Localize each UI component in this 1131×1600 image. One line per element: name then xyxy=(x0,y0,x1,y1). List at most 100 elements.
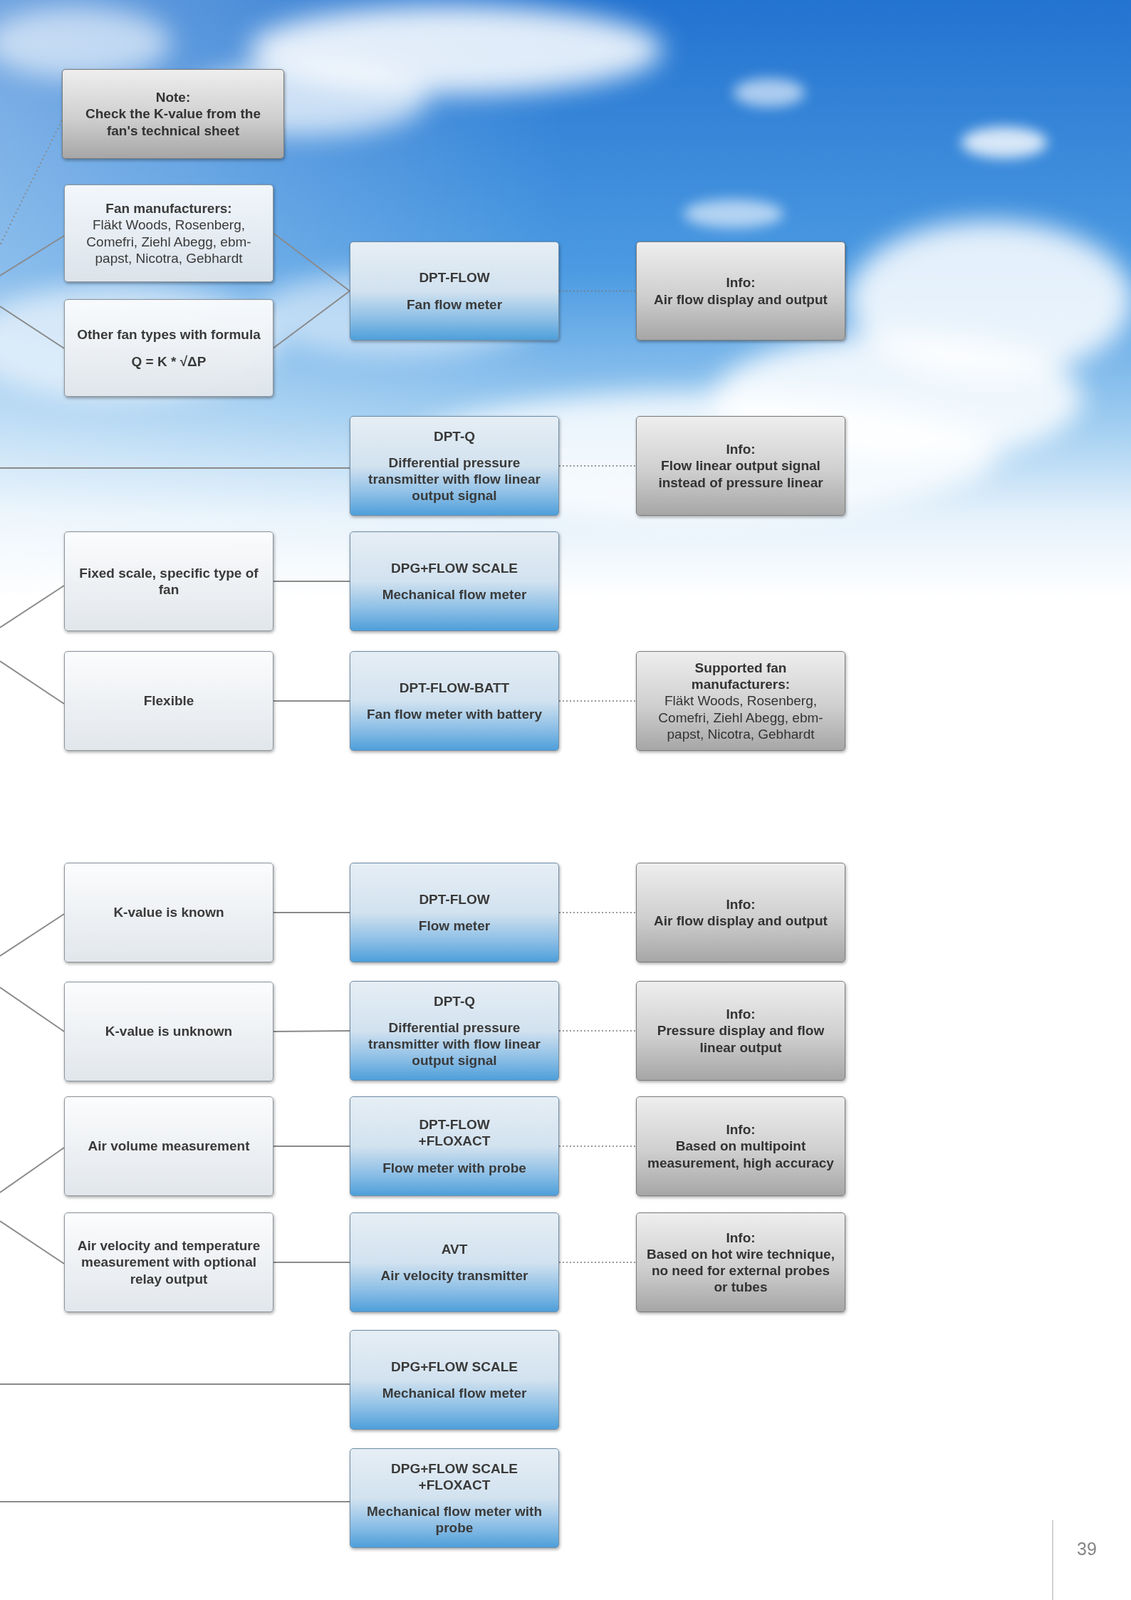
box-text: Based on multipoint measurement, high ac… xyxy=(643,1137,838,1171)
dotted-connector xyxy=(559,290,637,293)
box-text: Flow meter xyxy=(418,917,491,934)
option-box: Air velocity and temperature measurement… xyxy=(64,1212,274,1312)
branch-line xyxy=(0,1147,65,1193)
box-text: Air flow display and output xyxy=(653,291,828,308)
branch-line xyxy=(0,467,350,469)
box-text: Fixed scale, specific type of fan xyxy=(71,564,266,598)
box-heading: DPT-Q xyxy=(433,992,476,1010)
branch-line xyxy=(0,913,65,956)
product-box: DPT-FLOW-BATT Fan flow meter with battery xyxy=(349,650,560,751)
box-text: Flow meter with probe xyxy=(382,1159,527,1176)
branch-line xyxy=(0,660,65,704)
box-text: Fan flow meter xyxy=(406,296,503,313)
box-text: Differential pressure transmitter with f… xyxy=(357,454,552,505)
cloud xyxy=(0,7,171,79)
box-text: Check the K-value from the fan's technic… xyxy=(69,105,277,139)
box-text: Flexible xyxy=(143,692,195,709)
connector-line xyxy=(273,233,350,292)
box-heading: Note: xyxy=(155,89,191,106)
box-heading: DPT-FLOW xyxy=(418,890,490,908)
info-box: Info:Flow linear output signal instead o… xyxy=(636,415,846,516)
option-box: Fixed scale, specific type of fan xyxy=(64,531,274,632)
product-box: DPG+FLOW SCALEMechanical flow meter xyxy=(349,531,560,632)
box-heading: AVT xyxy=(441,1240,468,1258)
connector-line xyxy=(273,580,350,582)
box-text: Q = K * √ΔP xyxy=(131,353,207,370)
box-heading: Info: xyxy=(725,1229,755,1246)
clouds xyxy=(0,5,1131,520)
cloud-wisps xyxy=(683,78,1047,228)
box-text: Differential pressure transmitter with f… xyxy=(357,1019,552,1070)
box-text: Fläkt Woods, Rosenberg, Comefri, Ziehl A… xyxy=(71,216,266,267)
dotted-connector xyxy=(559,1029,637,1032)
option-box: Flexible xyxy=(64,650,274,751)
box-heading: Info: xyxy=(725,440,755,458)
box-text: K-value is unknown xyxy=(105,1022,233,1040)
box-text: Mechanical flow meter with probe xyxy=(357,1502,552,1536)
box-text: Air volume measurement xyxy=(87,1137,250,1154)
connector-line xyxy=(273,1145,350,1147)
connector-line xyxy=(273,1261,350,1263)
box-heading: Fan manufacturers: xyxy=(105,200,232,217)
product-box: AVT Air velocity transmitter xyxy=(349,1212,560,1312)
box-heading: DPG+FLOW SCALE xyxy=(391,559,518,577)
product-box: DPT-Q Differential pressure transmitter w… xyxy=(349,980,560,1081)
product-box: DPT-FLOW Flow meter xyxy=(349,862,560,963)
product-box: DPT-Q Differential pressure transmitter w… xyxy=(349,415,560,516)
box-heading: DPT-Q xyxy=(433,428,476,445)
product-box: DPT-FLOW Fan flow meter xyxy=(349,241,560,341)
box-heading: Info: xyxy=(725,1005,755,1023)
cloud xyxy=(733,78,805,107)
box-text: Air velocity transmitter xyxy=(381,1267,529,1284)
info-box: Info:Based on multipoint measurement, hi… xyxy=(636,1096,846,1196)
connector-line xyxy=(273,291,350,349)
option-box: Air volume measurement xyxy=(64,1096,274,1196)
info-box: Info:Air flow display and output xyxy=(636,862,846,963)
product-box: DPG+FLOW SCALE +FLOXACT Mechanical flow m… xyxy=(349,1447,560,1548)
box-heading: DPG+FLOW SCALE +FLOXACT xyxy=(383,1460,526,1493)
branch-line xyxy=(0,987,65,1032)
box-heading: Other fan types with formula xyxy=(76,326,261,343)
box-text: Fläkt Woods, Rosenberg, Comefri, Ziehl A… xyxy=(643,692,838,743)
dotted-connector xyxy=(559,700,637,702)
info-box: Info:Air flow display and output xyxy=(636,241,846,341)
box-text: Based on hot wire technique, no need for… xyxy=(643,1245,838,1296)
box-text: Pressure display and flow linear output xyxy=(643,1022,838,1055)
dotted-connector xyxy=(559,911,637,914)
option-box: Fan manufacturers:Fläkt Woods, Rosenberg… xyxy=(64,184,274,283)
box-text: Fan flow meter with battery xyxy=(366,705,542,723)
product-box: DPG+FLOW SCALEMechanical flow meter xyxy=(349,1329,560,1430)
box-text: Air flow display and output xyxy=(653,912,828,929)
dotted-connector xyxy=(559,1261,637,1263)
info-box: Supported fan manufacturers:Fläkt Woods,… xyxy=(636,650,846,751)
box-text: Flow linear output signal instead of pre… xyxy=(643,457,838,491)
cloud xyxy=(0,284,278,399)
option-box: Other fan types with formula Q = K * √ΔP xyxy=(64,299,274,397)
connector-line xyxy=(273,911,350,914)
connector-line xyxy=(273,1030,350,1032)
branch-line xyxy=(0,1500,350,1503)
option-box: K-value is unknown xyxy=(64,981,274,1082)
box-heading: Info: xyxy=(725,895,755,913)
box-heading: Info: xyxy=(725,274,755,291)
connector-line xyxy=(273,700,350,702)
box-heading: Info: xyxy=(725,1121,755,1138)
dotted-connector xyxy=(559,465,637,467)
note-leader xyxy=(0,120,62,246)
box-heading: DPT-FLOW xyxy=(418,269,490,286)
box-heading: Supported fan manufacturers: xyxy=(643,659,838,693)
branch-line xyxy=(0,306,65,349)
info-box: Info:Based on hot wire technique, no nee… xyxy=(636,1212,846,1312)
box-heading: DPT-FLOW +FLOXACT xyxy=(383,1116,526,1149)
branch-line xyxy=(0,585,65,628)
page-rule xyxy=(1051,1519,1054,1600)
option-box: K-value is known xyxy=(64,862,274,963)
page-number: 39 xyxy=(1076,1538,1097,1560)
dotted-connector xyxy=(559,1145,637,1147)
box-heading: DPG+FLOW SCALE xyxy=(391,1358,518,1375)
box-heading: DPT-FLOW-BATT xyxy=(399,679,510,696)
box-text: K-value is known xyxy=(113,903,224,921)
branch-line xyxy=(0,1383,350,1385)
box-text: Air velocity and temperature measurement… xyxy=(71,1237,266,1287)
